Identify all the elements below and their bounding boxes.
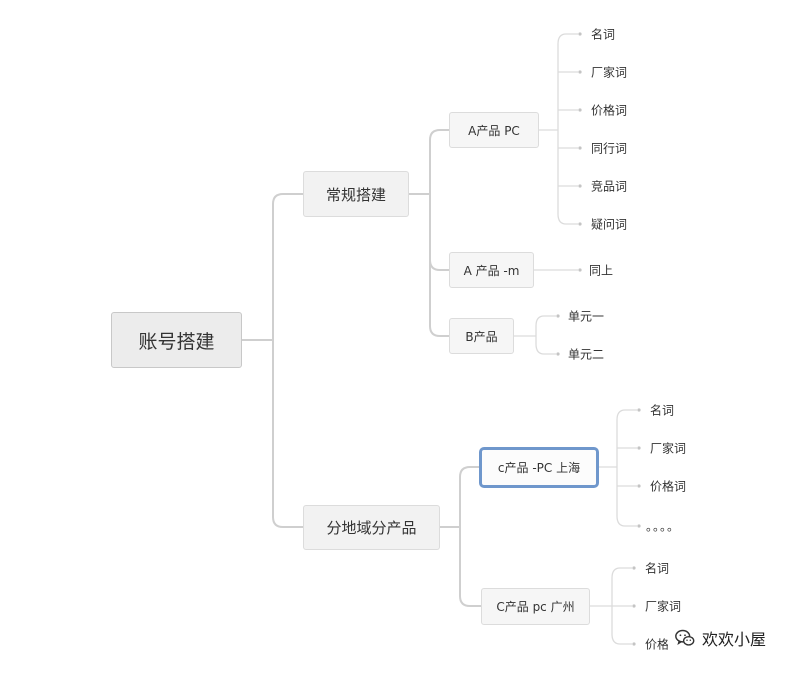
leaf-a-pc-competitor[interactable]: 竞品词 bbox=[591, 179, 628, 194]
node-regular-build[interactable]: 常规搭建 bbox=[303, 171, 409, 217]
leaf-a-pc-peer[interactable]: 同行词 bbox=[591, 141, 628, 156]
node-regional-build[interactable]: 分地域分产品 bbox=[303, 505, 440, 550]
leaf-c-gz-manufacturer[interactable]: 厂家词 bbox=[645, 599, 682, 614]
node-product-c-shanghai[interactable]: c产品 -PC 上海 bbox=[479, 447, 599, 488]
wechat-icon bbox=[675, 629, 695, 646]
leaf-a-pc-question[interactable]: 疑问词 bbox=[591, 217, 628, 232]
leaf-c-sh-noun[interactable]: 名词 bbox=[650, 403, 675, 418]
watermark: 欢欢小屋 bbox=[667, 624, 768, 652]
leaf-a-pc-manufacturer[interactable]: 厂家词 bbox=[591, 65, 628, 80]
leaf-a-pc-noun[interactable]: 名词 bbox=[591, 27, 616, 42]
leaf-b-unit-2[interactable]: 单元二 bbox=[568, 347, 605, 362]
leaf-c-sh-price[interactable]: 价格词 bbox=[650, 479, 687, 494]
leaf-c-gz-noun[interactable]: 名词 bbox=[645, 561, 670, 576]
leaf-c-sh-manufacturer[interactable]: 厂家词 bbox=[650, 441, 687, 456]
node-product-a-m[interactable]: A 产品 -m bbox=[449, 252, 534, 288]
leaf-a-pc-price[interactable]: 价格词 bbox=[591, 103, 628, 118]
node-product-a-pc[interactable]: A产品 PC bbox=[449, 112, 539, 148]
leaf-a-m-same[interactable]: 同上 bbox=[589, 263, 614, 278]
leaf-c-sh-more[interactable]: 。。。。 bbox=[646, 519, 681, 534]
root-node[interactable]: 账号搭建 bbox=[111, 312, 242, 368]
node-product-c-guangzhou[interactable]: C产品 pc 广州 bbox=[481, 588, 590, 625]
watermark-text: 欢欢小屋 bbox=[701, 630, 766, 649]
node-product-b[interactable]: B产品 bbox=[449, 318, 514, 354]
leaf-b-unit-1[interactable]: 单元一 bbox=[568, 309, 605, 324]
